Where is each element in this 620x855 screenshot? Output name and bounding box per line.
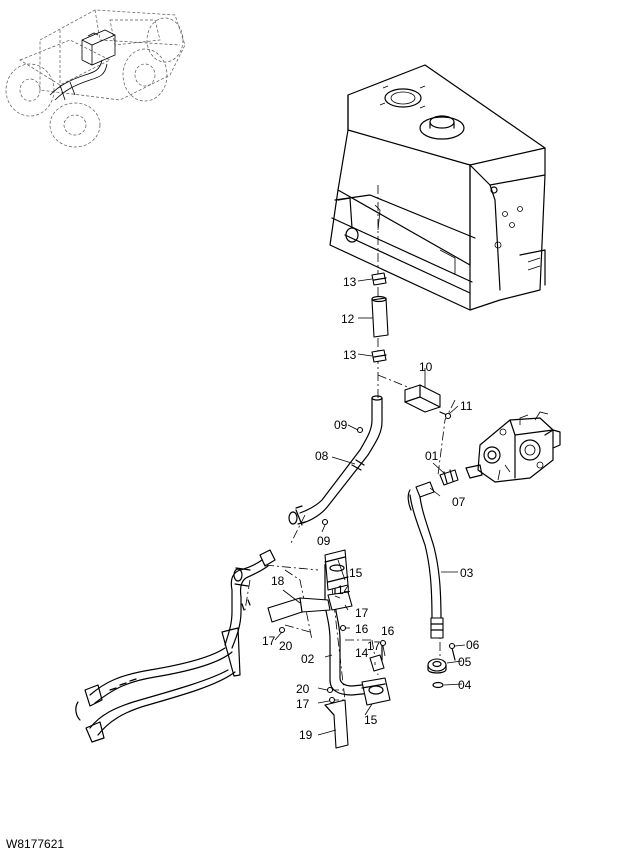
assembly-centerlines bbox=[244, 185, 456, 701]
callout-06: 06 bbox=[466, 638, 480, 652]
callout-09-upper: 09 bbox=[334, 418, 348, 432]
hose-clamp-13-lower bbox=[371, 349, 387, 363]
bracket-19 bbox=[324, 699, 349, 749]
hydraulic-tank bbox=[329, 64, 546, 311]
bolt-20-lower bbox=[326, 686, 334, 694]
callout-04: 04 bbox=[458, 678, 472, 692]
callout-17-left: 17 bbox=[262, 634, 276, 648]
clamp-14-upper bbox=[327, 591, 353, 611]
clamp-14-lower bbox=[369, 654, 385, 672]
leader-lines bbox=[274, 278, 466, 736]
bolt-17-lower bbox=[328, 696, 336, 704]
machine-locator-thumbnail bbox=[5, 9, 186, 148]
callout-13-lower: 13 bbox=[343, 348, 357, 362]
callout-14-lower: 14 bbox=[355, 646, 369, 660]
callout-labels: 13 12 13 10 11 09 08 09 01 07 03 15 14 1… bbox=[262, 275, 480, 742]
callout-05: 05 bbox=[458, 655, 472, 669]
callout-08: 08 bbox=[315, 449, 329, 463]
callout-15-lower: 15 bbox=[364, 713, 378, 727]
callout-10: 10 bbox=[419, 360, 433, 374]
pressure-hose-03 bbox=[407, 481, 444, 639]
callout-03: 03 bbox=[460, 566, 474, 580]
clamp-15-upper bbox=[324, 549, 349, 591]
drawing-code: W8177621 bbox=[6, 837, 64, 851]
hydraulic-pump bbox=[465, 411, 561, 483]
bolt-09-lower bbox=[321, 518, 329, 526]
callout-02: 02 bbox=[301, 652, 315, 666]
connecting-hose-12 bbox=[371, 295, 389, 338]
callout-15-upper: 15 bbox=[349, 566, 363, 580]
callout-16-upper: 16 bbox=[355, 622, 369, 636]
callout-20-lower: 20 bbox=[296, 682, 310, 696]
bracket-10 bbox=[404, 384, 441, 413]
callout-19: 19 bbox=[299, 728, 313, 742]
suction-pipe-08 bbox=[288, 395, 383, 526]
flange-05 bbox=[427, 658, 447, 674]
callout-11: 11 bbox=[460, 399, 473, 413]
callout-07: 07 bbox=[452, 495, 466, 509]
callout-17-upper: 17 bbox=[355, 606, 369, 620]
callout-09-lower: 09 bbox=[317, 534, 331, 548]
callout-14-upper: 14 bbox=[337, 583, 351, 597]
bracket-18 bbox=[267, 597, 331, 623]
callout-12: 12 bbox=[341, 312, 355, 326]
suction-hose-assembly bbox=[75, 549, 276, 743]
callout-18: 18 bbox=[271, 574, 285, 588]
callout-13-upper: 13 bbox=[343, 275, 357, 289]
bolt-16-upper bbox=[339, 624, 347, 632]
bolt-09-upper bbox=[356, 426, 364, 434]
callout-20-left: 20 bbox=[279, 639, 293, 653]
callout-16-right: 16 bbox=[381, 624, 395, 638]
hose-clamp-13-upper bbox=[371, 272, 387, 286]
callout-17-right: 17 bbox=[367, 639, 381, 653]
bolt-06 bbox=[448, 642, 456, 661]
o-ring-04 bbox=[432, 681, 444, 689]
callout-17-lower: 17 bbox=[296, 697, 310, 711]
callout-01: 01 bbox=[425, 449, 439, 463]
bolt-11 bbox=[439, 411, 452, 420]
bolt-16-lower bbox=[379, 639, 387, 661]
clamp-15-lower bbox=[361, 677, 391, 706]
bolt-20-upper bbox=[278, 626, 286, 634]
